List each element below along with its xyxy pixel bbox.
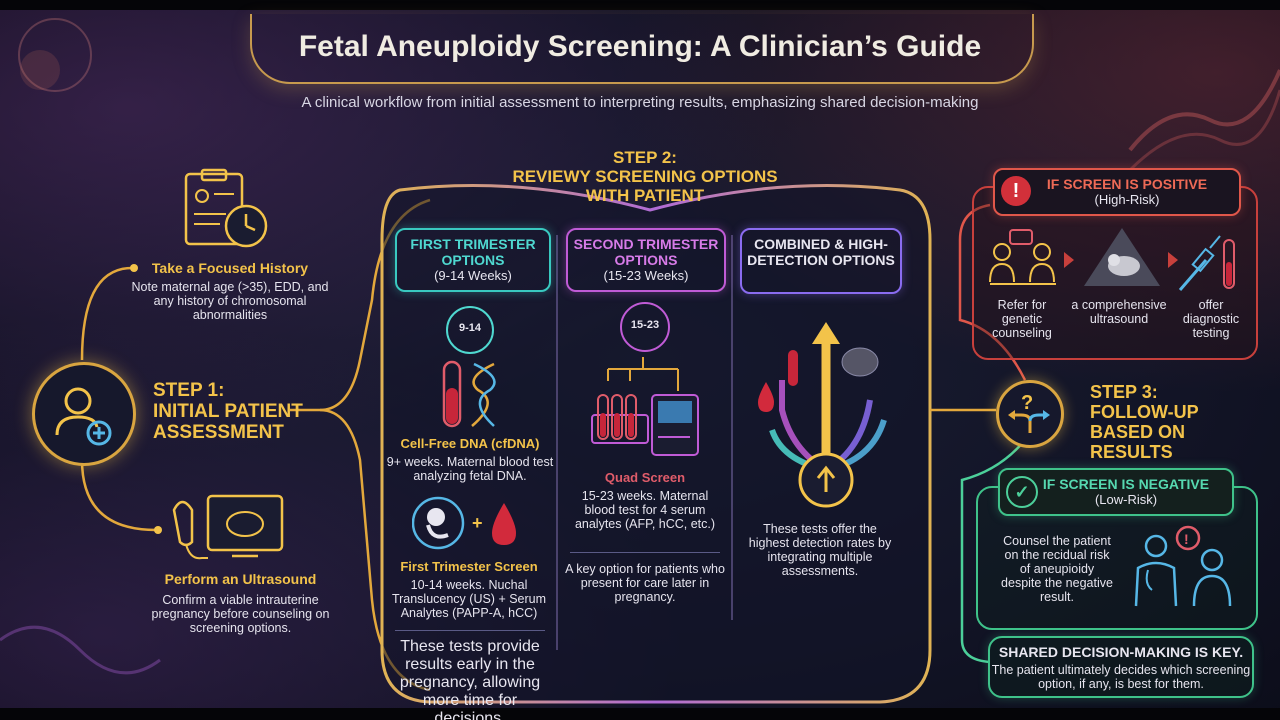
clinician-patient-icon: ! — [1128, 524, 1238, 608]
first-trimester-title: FIRST TRIMESTER OPTIONS — [410, 236, 536, 268]
first-trimester-weeks: (9-14 Weeks) — [434, 268, 512, 283]
history-block: Take a Focused History Note maternal age… — [130, 260, 330, 322]
positive-action-2: a comprehensive ultrasound — [1071, 298, 1167, 326]
history-text: Note maternal age (>35), EDD, and any hi… — [131, 280, 329, 322]
svg-text:?: ? — [1021, 392, 1033, 414]
second-trimester-title: SECOND TRIMESTER OPTIONS — [573, 236, 719, 268]
col1-summary: These tests provide results early in the… — [399, 638, 541, 720]
cfdna-heading: Cell-Free DNA (cfDNA) — [400, 436, 540, 451]
diagnostic-testing-icon — [1176, 230, 1240, 294]
step2-title: REVIEWY SCREENING OPTIONS WITH PATIENT — [512, 167, 778, 205]
second-trimester-header: SECOND TRIMESTER OPTIONS (15-23 Weeks) — [566, 228, 726, 292]
col1-divider — [395, 630, 545, 631]
svg-text:+: + — [472, 513, 483, 533]
positive-risk: (High-Risk) — [1094, 192, 1160, 207]
negative-header: ✓ IF SCREEN IS NEGATIVE (Low-Risk) — [998, 468, 1234, 516]
first-trimester-screen-text: 10-14 weeks. Nuchal Translucency (US) + … — [391, 578, 547, 620]
question-branch-icon: ? — [996, 380, 1064, 448]
shared-decision-panel: SHARED DECISION-MAKING IS KEY. The patie… — [988, 636, 1254, 698]
first-trimester-screen-heading: First Trimester Screen — [400, 559, 538, 574]
ultrasound-text: Confirm a viable intrauterine pregnancy … — [151, 593, 330, 635]
lab-analyzer-icon — [586, 355, 704, 463]
clock-9-14-icon: 9-14 — [446, 306, 494, 354]
ultrasound-icon — [168, 488, 286, 568]
positive-header: ! IF SCREEN IS POSITIVE (High-Risk) — [993, 168, 1241, 216]
svg-text:!: ! — [1184, 531, 1189, 547]
step3-label: STEP 3: — [1090, 382, 1158, 402]
col3-summary: These tests offer the highest detection … — [748, 522, 892, 578]
step1-heading: STEP 1: INITIAL PATIENT ASSESSMENT — [153, 380, 303, 443]
negative-text: Counsel the patient on the recidual risk… — [1001, 534, 1113, 604]
title-frame — [250, 14, 1034, 84]
ultrasound-block: Perform an Ultrasound Confirm a viable i… — [138, 571, 343, 635]
positive-action-3: offer diagnostic testing — [1182, 298, 1240, 340]
positive-action-1: Refer for genetic counseling — [992, 298, 1052, 340]
quad-screen-text: 15-23 weeks. Maternal blood test for 4 s… — [574, 489, 716, 531]
combined-arrows-icon — [752, 320, 900, 510]
negative-title: IF SCREEN IS NEGATIVE — [1042, 476, 1210, 492]
positive-title: IF SCREEN IS POSITIVE — [1046, 176, 1208, 192]
combined-options-title: COMBINED & HIGH-DETECTION OPTIONS — [747, 236, 895, 268]
counseling-icon — [984, 226, 1064, 290]
step3-title: FOLLOW-UP BASED ON RESULTS — [1090, 402, 1199, 462]
blood-tube-dna-icon — [438, 360, 508, 428]
positive-flow-arrows — [1064, 252, 1178, 268]
fetal-ultrasound-image-icon — [1080, 226, 1164, 290]
clock-9-14-label: 9-14 — [458, 322, 482, 334]
alert-icon: ! — [1001, 176, 1031, 206]
step3-heading: STEP 3: FOLLOW-UP BASED ON RESULTS — [1090, 382, 1260, 462]
col2-summary: A key option for patients who present fo… — [565, 562, 725, 604]
page-title: Fetal Aneuploidy Screening: A Clinician’… — [298, 30, 982, 63]
quad-screen-block: Quad Screen 15-23 weeks. Maternal blood … — [565, 470, 725, 531]
bottom-letterbox — [0, 708, 1280, 720]
history-heading: Take a Focused History — [151, 260, 309, 276]
clock-15-23-icon: 15-23 — [620, 302, 670, 352]
clipboard-clock-icon — [180, 168, 274, 250]
shared-decision-text: The patient ultimately decides which scr… — [991, 663, 1251, 691]
negative-risk: (Low-Risk) — [1094, 492, 1158, 507]
first-trimester-screen-block: First Trimester Screen 10-14 weeks. Nuch… — [380, 559, 558, 620]
top-letterbox — [0, 0, 1280, 10]
clock-15-23-label: 15-23 — [630, 319, 660, 331]
step1-title: INITIAL PATIENT ASSESSMENT — [153, 401, 303, 443]
step1-label: STEP 1: — [153, 380, 225, 401]
step2-heading: STEP 2: REVIEWY SCREENING OPTIONS WITH P… — [500, 148, 790, 205]
cfdna-text: 9+ weeks. Maternal blood test analyzing … — [386, 455, 554, 483]
second-trimester-weeks: (15-23 Weeks) — [603, 268, 689, 283]
page-subtitle: A clinical workflow from initial assessm… — [301, 94, 979, 111]
quad-screen-heading: Quad Screen — [604, 470, 686, 485]
cfdna-block: Cell-Free DNA (cfDNA) 9+ weeks. Maternal… — [385, 436, 555, 483]
combined-options-header: COMBINED & HIGH-DETECTION OPTIONS — [740, 228, 902, 294]
shared-decision-heading: SHARED DECISION-MAKING IS KEY. — [998, 644, 1244, 660]
step2-label: STEP 2: — [613, 148, 677, 167]
fetus-blood-drop-icon: + — [411, 495, 522, 553]
first-trimester-header: FIRST TRIMESTER OPTIONS (9-14 Weeks) — [395, 228, 551, 292]
patient-assessment-icon — [32, 362, 136, 466]
ultrasound-heading: Perform an Ultrasound — [164, 571, 317, 587]
check-icon: ✓ — [1006, 476, 1038, 508]
col2-divider — [570, 552, 720, 553]
